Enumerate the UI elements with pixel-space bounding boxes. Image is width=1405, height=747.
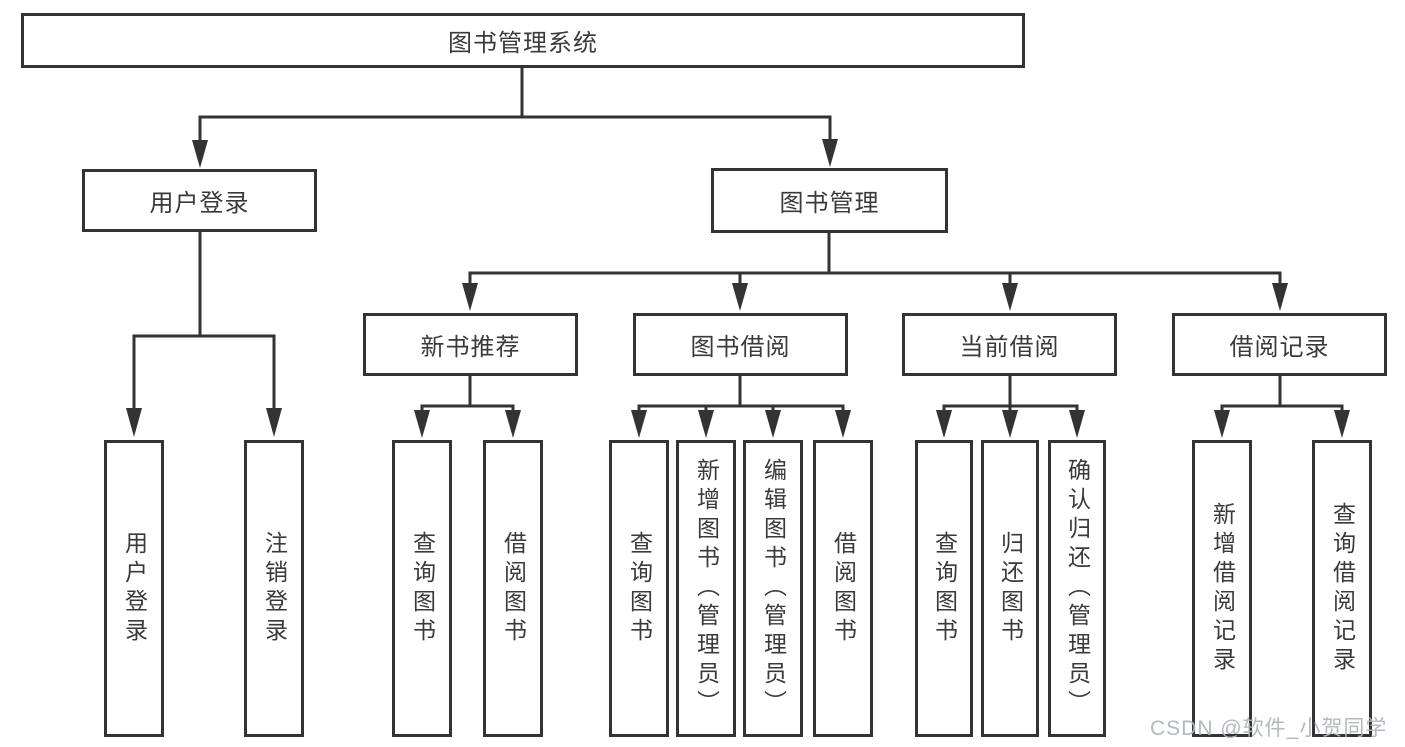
node-label: 确认归还（管理员） [1064,458,1091,719]
connector-book-mgmt-to-level3 [462,232,1288,311]
leaf-add-borrow-record: 新增借阅记录 [1192,440,1252,737]
leaf-query-books-recommend: 查询图书 [392,440,452,737]
node-book-borrow: 图书借阅 [633,313,848,376]
connector-borrow-records-to-leaves [1214,375,1350,438]
leaf-borrow-books: 借阅图书 [813,440,873,737]
connector-current-borrow-to-leaves [936,375,1085,438]
leaf-user-login: 用户登录 [104,440,164,737]
node-label: 新书推荐 [420,334,521,361]
node-label: 新增借阅记录 [1209,501,1236,676]
node-label: 查询图书 [626,530,653,647]
leaf-confirm-return-admin: 确认归还（管理员） [1048,440,1106,737]
node-label: 借阅图书 [500,530,527,647]
node-label: 用户登录 [149,190,250,217]
leaf-borrow-books-recommend: 借阅图书 [483,440,543,737]
node-label: 当前借阅 [959,334,1060,361]
node-root: 图书管理系统 [21,13,1025,68]
leaf-edit-book-admin: 编辑图书（管理员） [743,440,803,737]
node-label: 图书借阅 [690,334,791,361]
node-label: 编辑图书（管理员） [760,458,787,719]
node-label: 查询图书 [931,530,958,647]
leaf-logout: 注销登录 [244,440,304,737]
connector-user-login-to-leaves [126,231,282,437]
node-label: 图书管理系统 [448,30,598,57]
leaf-query-borrow-record: 查询借阅记录 [1312,440,1372,737]
node-label: 查询图书 [409,530,436,647]
node-label: 新增图书（管理员） [693,458,720,719]
node-label: 借阅记录 [1229,334,1330,361]
leaf-query-books-current: 查询图书 [915,440,973,737]
node-label: 图书管理 [779,190,880,217]
node-book-mgmt: 图书管理 [711,168,948,233]
leaf-add-book-admin: 新增图书（管理员） [676,440,736,737]
leaf-return-books: 归还图书 [981,440,1039,737]
csdn-watermark: CSDN @软件_小贺同学 [1150,717,1388,740]
node-label: 归还图书 [997,530,1024,647]
node-borrow-records: 借阅记录 [1172,313,1387,376]
node-label: 注销登录 [261,530,288,647]
connector-new-book-to-leaves [414,375,521,438]
node-current-borrow: 当前借阅 [902,313,1117,376]
connector-book-borrow-to-leaves [631,375,851,438]
node-label: 查询借阅记录 [1329,501,1356,676]
node-label: 用户登录 [121,530,148,647]
node-label: 借阅图书 [830,530,857,647]
node-new-book-recommend: 新书推荐 [363,313,578,376]
node-user-login: 用户登录 [82,169,317,232]
leaf-query-books-borrow: 查询图书 [609,440,669,737]
connector-root-to-level2 [192,66,838,168]
